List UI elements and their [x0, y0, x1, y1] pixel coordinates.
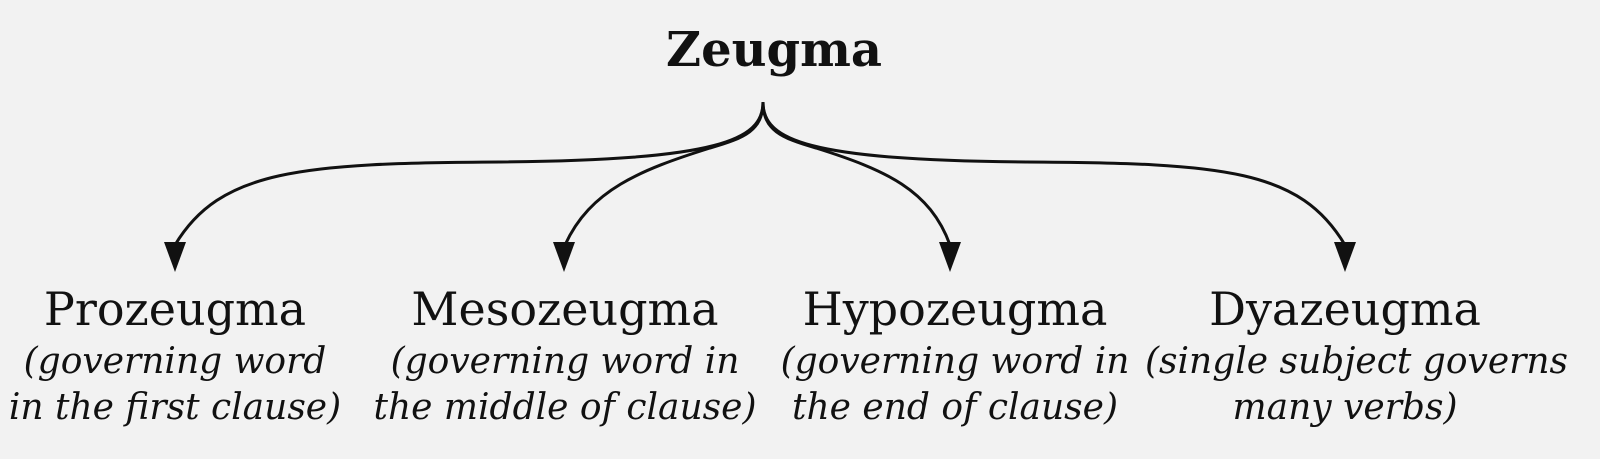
node-description-line: in the first clause)	[8, 387, 342, 428]
node-name: Hypozeugma	[802, 282, 1108, 336]
edge-to-dyazeugma	[761, 101, 1347, 246]
node-description-line: (single subject governs	[1145, 341, 1568, 382]
node-description-line: (governing word in	[390, 341, 740, 382]
edge-to-mesozeugma	[563, 101, 765, 246]
arrowhead-hypozeugma	[939, 242, 961, 272]
arrowhead-mesozeugma	[553, 242, 575, 272]
node-description-line: (governing word	[23, 341, 327, 382]
node-name: Dyazeugma	[1209, 282, 1481, 336]
node-description-line: the middle of clause)	[373, 387, 757, 428]
node-hypozeugma: Hypozeugma (governing word in the end of…	[755, 282, 1155, 428]
node-prozeugma: Prozeugma (governing word in the first c…	[0, 282, 375, 428]
node-mesozeugma: Mesozeugma (governing word in the middle…	[365, 282, 765, 428]
node-description-line: many verbs)	[1232, 387, 1458, 428]
root-node-title: Zeugma	[666, 22, 882, 78]
edge-to-hypozeugma	[761, 101, 952, 246]
edge-to-prozeugma	[173, 101, 765, 246]
node-name: Mesozeugma	[411, 282, 719, 336]
arrowhead-dyazeugma	[1334, 242, 1356, 272]
node-name: Prozeugma	[43, 282, 307, 336]
node-dyazeugma: Dyazeugma (single subject governs many v…	[1145, 282, 1568, 428]
arrowhead-prozeugma	[164, 242, 186, 272]
node-description-line: the end of clause)	[792, 387, 1118, 428]
node-description-line: (governing word in	[780, 341, 1130, 382]
